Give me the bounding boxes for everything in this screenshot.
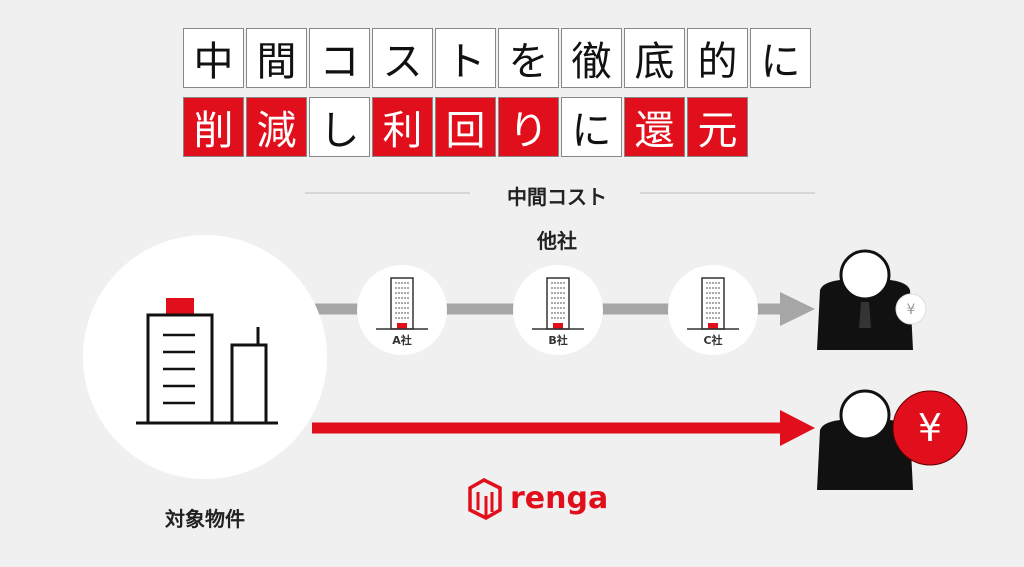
property-label: 対象物件	[165, 507, 245, 531]
gray-arrow-head	[780, 292, 815, 326]
headline-line-1: 中 間 コ ス ト を 徹 底 的 に	[183, 28, 813, 88]
headline-char: 中	[183, 28, 244, 88]
headline-char: コ	[309, 28, 370, 88]
renga-logo-icon	[468, 478, 502, 520]
other-companies-label: 他社	[537, 229, 577, 253]
company-label: B社	[548, 333, 567, 347]
middle-cost-label: 中間コスト	[507, 185, 607, 209]
small-yen-badge: ¥	[895, 293, 927, 325]
headline-char: 底	[624, 28, 685, 88]
red-arrow-head	[780, 410, 815, 446]
headline-char: に	[561, 97, 622, 157]
headline-char: り	[498, 97, 559, 157]
headline-char: ス	[372, 28, 433, 88]
headline-char: を	[498, 28, 559, 88]
company-node: B社	[513, 265, 603, 355]
headline-char: 的	[687, 28, 748, 88]
headline-char: 間	[246, 28, 307, 88]
headline-line-2: 削減し利回りに還元	[183, 97, 750, 157]
headline-char: 回	[435, 97, 496, 157]
company-label: A社	[392, 333, 412, 347]
person-icon	[817, 249, 913, 350]
yen-small-text: ¥	[907, 302, 916, 318]
headline-char: 元	[687, 97, 748, 157]
brand-name: renga	[510, 481, 608, 516]
headline-char: 利	[372, 97, 433, 157]
large-yen-badge: ¥	[892, 390, 968, 466]
company-label: C社	[703, 333, 722, 347]
headline-char: 徹	[561, 28, 622, 88]
headline-char: 還	[624, 97, 685, 157]
yen-large-text: ¥	[918, 406, 942, 450]
person-icon	[817, 389, 913, 490]
headline-char: し	[309, 97, 370, 157]
headline-char: に	[750, 28, 811, 88]
headline-char: ト	[435, 28, 496, 88]
company-node: A社	[357, 265, 447, 355]
property-building-icon	[83, 235, 327, 479]
headline-char: 減	[246, 97, 307, 157]
headline-char: 削	[183, 97, 244, 157]
company-node: C社	[668, 265, 758, 355]
